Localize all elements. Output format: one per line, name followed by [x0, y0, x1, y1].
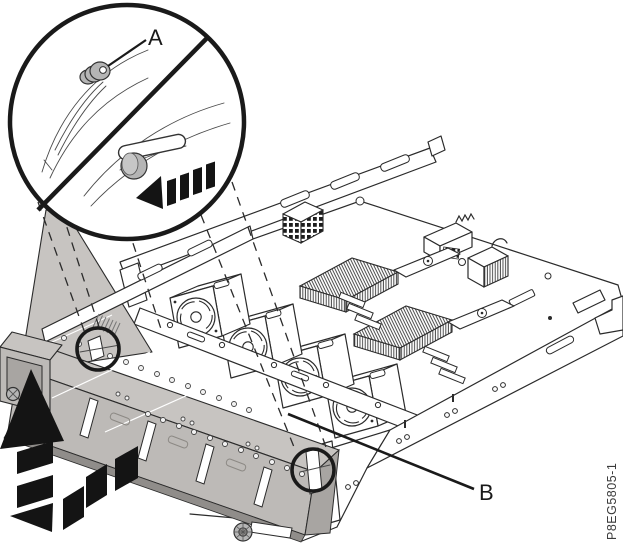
callout-a-label: A — [148, 25, 163, 50]
removal-arrow-up — [0, 369, 64, 508]
chassis-side-rail-lower — [41, 225, 254, 343]
latch-tab-left — [87, 335, 105, 362]
chassis-right-wall — [366, 289, 623, 469]
latch-pin-detail-released — [83, 102, 231, 209]
signal-connector — [467, 238, 509, 288]
foot-screw — [233, 521, 293, 542]
figure-id: P8EG5805-1 — [605, 463, 619, 540]
bay-dividers — [79, 397, 273, 508]
callout-b-leader — [287, 412, 475, 491]
grid-heatsink — [282, 201, 324, 244]
board-slot-pad — [508, 289, 536, 307]
callout-b-label: B — [479, 480, 494, 505]
removal-arrow-out — [10, 446, 138, 532]
latch-highlight-circle-right — [290, 447, 336, 493]
heatsink-2 — [352, 299, 515, 361]
memory-slots — [338, 291, 466, 385]
latch-highlight-circle-left — [75, 326, 121, 372]
slide-direction-mini-arrow — [136, 161, 215, 209]
wall-latch — [594, 295, 623, 335]
projection-dashed-lines — [37, 181, 328, 453]
latch-pin-detail-seated — [41, 49, 149, 179]
wall-latch-tab — [572, 289, 606, 314]
callout-a-leader — [107, 39, 147, 67]
heatsink-1 — [298, 247, 461, 313]
drive-cage-bezel — [0, 313, 340, 543]
callout-b: B — [287, 412, 494, 505]
magnifier-callout: A — [7, 2, 247, 242]
bezel-screws — [115, 391, 260, 451]
vent-hatch — [92, 313, 121, 337]
